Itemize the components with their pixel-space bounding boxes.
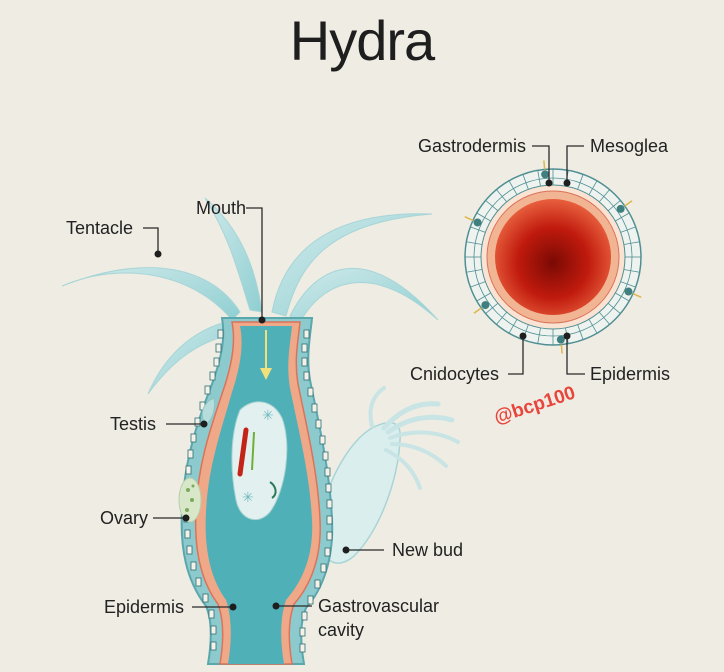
- label-mesoglea: Mesoglea: [590, 136, 669, 156]
- label-mouth: Mouth: [196, 198, 247, 218]
- label-gastrovascular-line1: Gastrovascular: [318, 596, 440, 616]
- tentacles: [61, 197, 439, 395]
- cross-section: [464, 160, 642, 354]
- diagram-title: Hydra: [289, 9, 435, 72]
- prey-in-cavity: ✳ ✳: [231, 401, 288, 521]
- leader-dots: [154, 179, 571, 611]
- svg-text:✳: ✳: [242, 490, 254, 506]
- mouth-arrow: [260, 330, 272, 380]
- label-ovary: Ovary: [100, 508, 149, 528]
- label-testis: Testis: [110, 414, 157, 434]
- label-new-bud: New bud: [392, 540, 464, 560]
- label-gastrovascular-line2: cavity: [318, 620, 365, 640]
- label-gastrodermis: Gastrodermis: [418, 136, 527, 156]
- ovary-structure: [178, 477, 202, 523]
- label-epidermis-body: Epidermis: [104, 597, 185, 617]
- leader-lines: [143, 145, 585, 608]
- epidermis-cells: [183, 329, 333, 653]
- new-bud: [317, 386, 460, 564]
- label-tentacle: Tentacle: [66, 218, 134, 238]
- svg-text:✳: ✳: [262, 408, 274, 424]
- label-epidermis-section: Epidermis: [590, 364, 671, 384]
- label-cnidocytes: Cnidocytes: [410, 364, 500, 384]
